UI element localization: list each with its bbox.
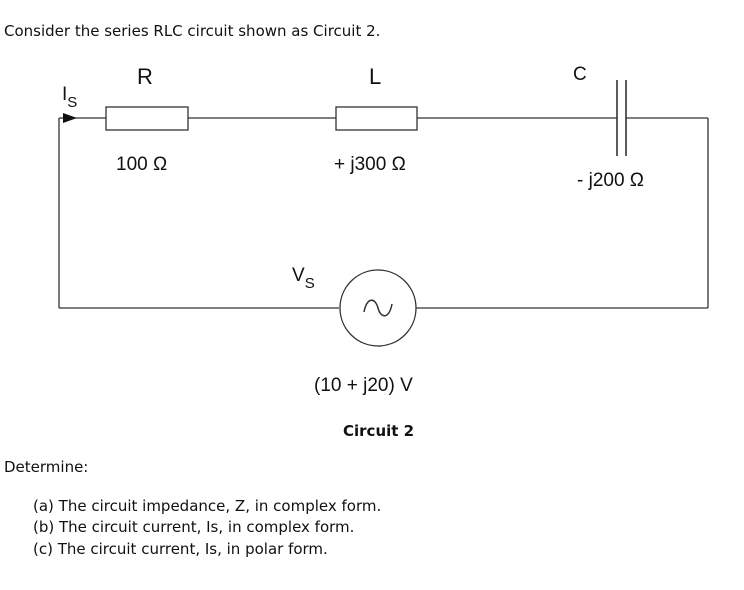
question-c: (c) The circuit current, Is, in polar fo… <box>33 540 328 558</box>
determine-heading: Determine: <box>4 458 89 476</box>
intro-text: Consider the series RLC circuit shown as… <box>4 22 381 40</box>
source-subscript: S <box>304 275 315 292</box>
current-subscript: S <box>67 94 78 111</box>
question-b: (b) The circuit current, Is, in complex … <box>33 518 355 536</box>
resistor-value: 100 Ω <box>116 154 168 175</box>
resistor-symbol <box>105 106 189 131</box>
inductor-value: + j300 Ω <box>334 154 406 175</box>
sine-wave-icon <box>363 299 393 317</box>
source-label: VS <box>292 265 315 292</box>
source-symbol: V <box>292 265 305 286</box>
current-symbol: I <box>62 84 68 105</box>
resistor-name: R <box>137 64 153 89</box>
current-label: IS <box>62 84 77 111</box>
source-value: (10 + j20) V <box>314 375 413 396</box>
capacitor-name: C <box>573 64 587 85</box>
capacitor-value: - j200 Ω <box>577 170 645 191</box>
question-a: (a) The circuit impedance, Z, in complex… <box>33 497 382 515</box>
circuit-caption: Circuit 2 <box>343 422 415 440</box>
inductor-name: L <box>369 64 382 89</box>
inductor-symbol <box>335 106 418 131</box>
current-arrow-icon <box>63 113 77 123</box>
